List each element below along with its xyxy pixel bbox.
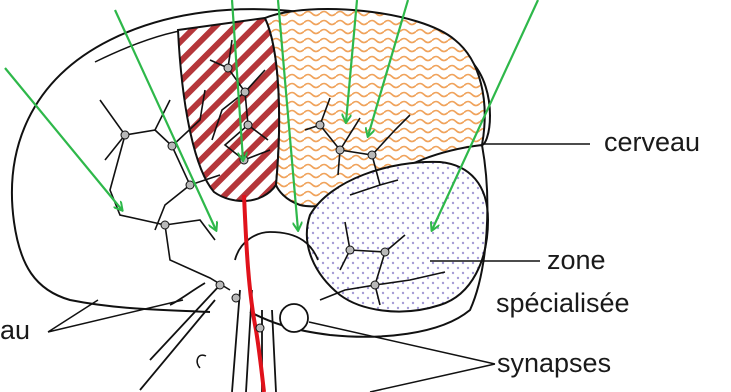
synapse-small — [197, 355, 206, 368]
label-synapses: synapses — [497, 350, 611, 377]
label-zone: zone — [547, 247, 606, 274]
label-reseau-fragment: au — [0, 317, 30, 344]
leader-synapses — [309, 322, 495, 392]
label-specialisee: spécialisée — [496, 290, 630, 317]
synapse-circle — [280, 304, 308, 332]
label-cerveau: cerveau — [604, 129, 700, 156]
arrow-1 — [5, 68, 122, 210]
red-hatched-region — [178, 18, 279, 201]
leader-reseau — [48, 300, 183, 332]
